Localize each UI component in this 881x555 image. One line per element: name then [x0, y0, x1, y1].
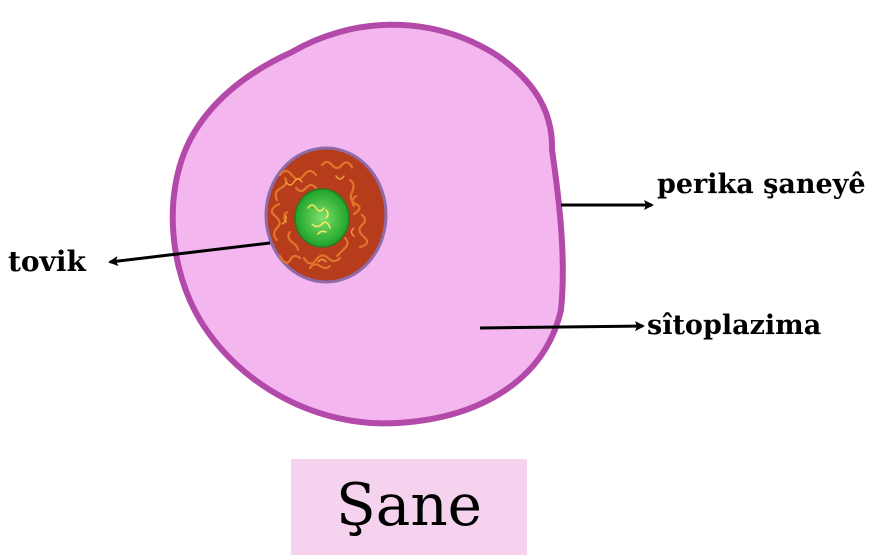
diagram-title: Şane: [336, 476, 482, 534]
nucleus: [266, 148, 386, 282]
label-cytoplasm: sîtoplazima: [647, 310, 821, 341]
title-box: Şane: [291, 459, 527, 555]
label-cell-membrane: perika şaneyê: [657, 169, 866, 200]
label-nucleus: tovik: [8, 245, 87, 278]
nucleolus: [295, 189, 349, 247]
arrow-icon: [480, 326, 643, 328]
